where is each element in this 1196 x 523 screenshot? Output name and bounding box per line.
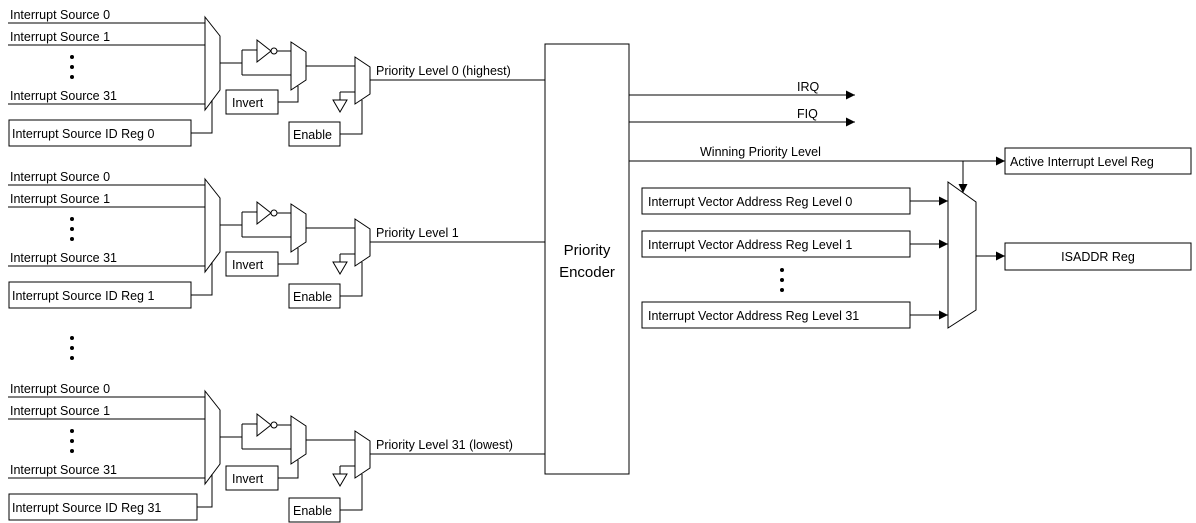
enable-mux xyxy=(354,218,371,267)
inverter-bubble xyxy=(270,421,278,429)
priority-level-label: Priority Level 0 (highest) xyxy=(376,64,511,78)
invert-box xyxy=(225,89,279,115)
enable-box xyxy=(288,121,341,147)
inverter-gate xyxy=(256,200,272,226)
vector-address-reg-1 xyxy=(641,230,911,258)
interrupt-source-31-label: Interrupt Source 31 xyxy=(10,463,117,477)
ellipsis-dot xyxy=(70,336,74,340)
enable-mux xyxy=(354,430,371,479)
priority-group-0: Interrupt Source 0 Interrupt Source 1 In… xyxy=(8,8,545,147)
ellipsis-dot xyxy=(780,268,784,272)
vector-select-mux xyxy=(947,181,977,329)
ellipsis-dot xyxy=(70,227,74,231)
ellipsis-dot xyxy=(70,237,74,241)
enable-mux xyxy=(354,56,371,105)
priority-level-label: Priority Level 1 xyxy=(376,226,459,240)
enable-label: Enable xyxy=(293,128,332,142)
vector-address-reg-0-label: Interrupt Vector Address Reg Level 0 xyxy=(648,195,852,209)
ellipsis-dot xyxy=(70,356,74,360)
ellipsis-dot xyxy=(70,439,74,443)
isaddr-reg xyxy=(1004,242,1192,271)
interrupt-source-0-label: Interrupt Source 0 xyxy=(10,8,110,22)
source-select-mux xyxy=(204,389,221,486)
interrupt-source-id-reg xyxy=(8,119,192,147)
inverter-bubble xyxy=(270,209,278,217)
priority-encoder-block xyxy=(544,43,630,475)
ellipsis-dot xyxy=(70,449,74,453)
priority-encoder-label-line1: Priority xyxy=(564,242,611,259)
enable-box xyxy=(288,497,341,523)
priority-encoder-label-line2: Encoder xyxy=(559,264,615,281)
interrupt-source-id-reg xyxy=(8,493,198,521)
ellipsis-dot xyxy=(70,75,74,79)
interrupt-source-1-label: Interrupt Source 1 xyxy=(10,404,110,418)
active-interrupt-level-reg xyxy=(1004,147,1192,175)
active-interrupt-level-reg-label: Active Interrupt Level Reg xyxy=(1010,155,1154,169)
interrupt-source-31-label: Interrupt Source 31 xyxy=(10,251,117,265)
invert-mux xyxy=(290,203,307,253)
interrupt-source-id-reg-label: Interrupt Source ID Reg 31 xyxy=(12,501,161,515)
vector-address-reg-31-label: Interrupt Vector Address Reg Level 31 xyxy=(648,309,859,323)
interrupt-source-id-reg-label: Interrupt Source ID Reg 0 xyxy=(12,127,154,141)
priority-group-1: Interrupt Source 0 Interrupt Source 1 In… xyxy=(8,170,545,309)
ground-symbol xyxy=(332,99,348,113)
interrupt-source-0-label: Interrupt Source 0 xyxy=(10,170,110,184)
enable-box xyxy=(288,283,341,309)
interrupt-source-1-label: Interrupt Source 1 xyxy=(10,192,110,206)
isaddr-reg-label: ISADDR Reg xyxy=(1061,250,1135,264)
source-select-mux xyxy=(204,177,221,274)
vector-address-reg-1-label: Interrupt Vector Address Reg Level 1 xyxy=(648,238,852,252)
ellipsis-dot xyxy=(70,55,74,59)
vector-address-reg-0 xyxy=(641,187,911,215)
ellipsis-dot xyxy=(70,429,74,433)
ellipsis-dot xyxy=(780,288,784,292)
invert-mux xyxy=(290,415,307,465)
winning-priority-label: Winning Priority Level xyxy=(700,145,821,159)
source-select-mux xyxy=(204,15,221,112)
interrupt-source-id-reg xyxy=(8,281,192,309)
invert-label: Invert xyxy=(232,258,264,272)
priority-group-31: Interrupt Source 0 Interrupt Source 1 In… xyxy=(8,382,545,523)
invert-label: Invert xyxy=(232,96,264,110)
interrupt-source-1-label: Interrupt Source 1 xyxy=(10,30,110,44)
invert-box xyxy=(225,251,279,277)
ground-symbol xyxy=(332,473,348,487)
interrupt-source-id-reg-label: Interrupt Source ID Reg 1 xyxy=(12,289,154,303)
vector-address-reg-31 xyxy=(641,301,911,329)
fiq-label: FIQ xyxy=(797,107,818,121)
inverter-gate xyxy=(256,38,272,64)
enable-label: Enable xyxy=(293,290,332,304)
ground-symbol xyxy=(332,261,348,275)
irq-label: IRQ xyxy=(797,80,820,94)
ellipsis-dot xyxy=(70,65,74,69)
inverter-bubble xyxy=(270,47,278,55)
priority-level-label: Priority Level 31 (lowest) xyxy=(376,438,513,452)
ellipsis-dot xyxy=(780,278,784,282)
enable-label: Enable xyxy=(293,504,332,518)
inverter-gate xyxy=(256,412,272,438)
interrupt-source-0-label: Interrupt Source 0 xyxy=(10,382,110,396)
interrupt-source-31-label: Interrupt Source 31 xyxy=(10,89,117,103)
invert-mux xyxy=(290,41,307,91)
invert-label: Invert xyxy=(232,472,264,486)
ellipsis-dot xyxy=(70,217,74,221)
ellipsis-dot xyxy=(70,346,74,350)
